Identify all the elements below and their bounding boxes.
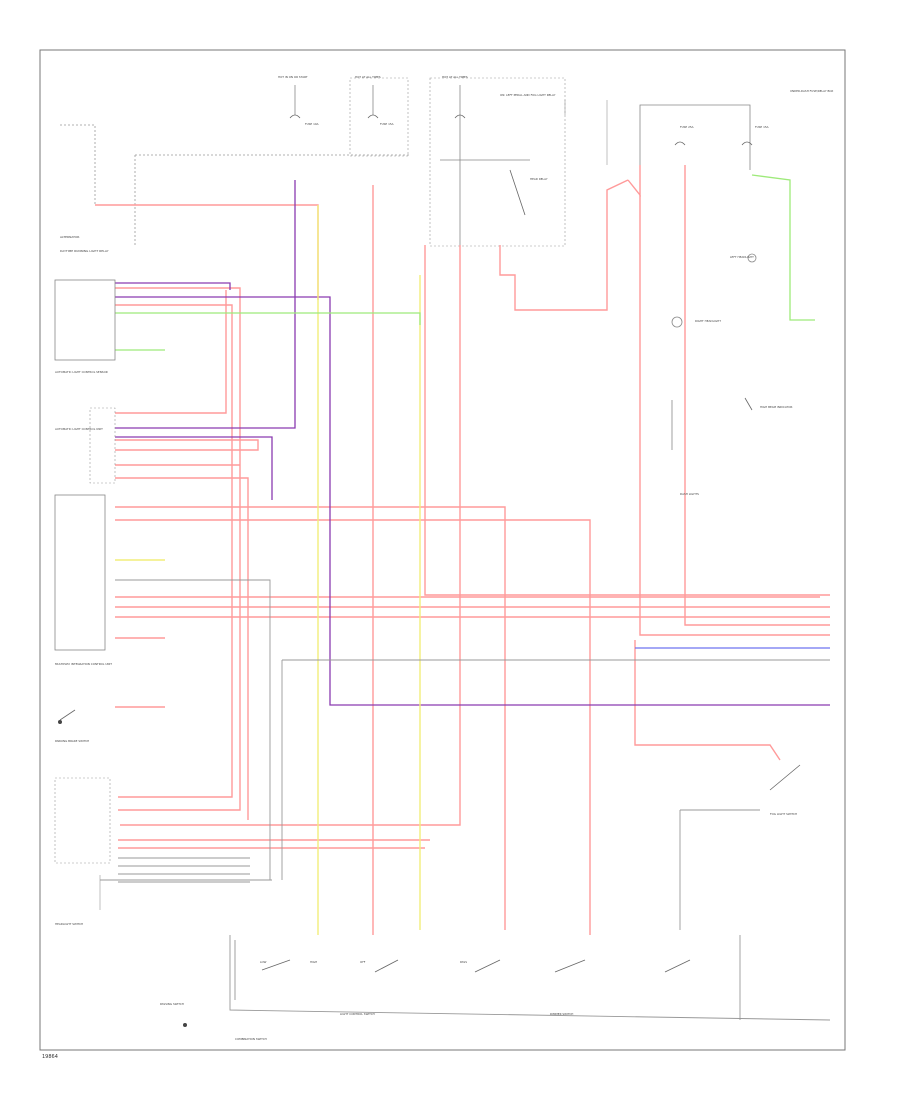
fuse-box-2 [349, 77, 409, 157]
fuse-2-label: HOT AT ALL TIMES [355, 75, 381, 79]
switch-pos-high: HIGH [310, 960, 317, 964]
fuse-2-rating: FUSE 15A [380, 122, 394, 126]
switch-contact [554, 959, 586, 973]
fuse-1-rating: FUSE 10A [305, 122, 319, 126]
purple-wires [115, 180, 830, 706]
multiplex-box [54, 494, 106, 651]
auto-light-unit-box [89, 407, 116, 484]
ground-dot [58, 720, 62, 724]
alternator-outline [60, 124, 96, 205]
dimmer-switch-label: DIMMER SWITCH [550, 1012, 573, 1016]
fuse-5-symbol [741, 141, 753, 146]
green-wires [115, 174, 815, 351]
yellow-wires [115, 205, 421, 935]
dash-light-label: DASH LIGHTS [680, 492, 699, 496]
switch-contact [474, 959, 501, 973]
light-control-label: LIGHT CONTROL SWITCH [340, 1012, 375, 1016]
right-fuse-box [639, 104, 751, 170]
switch-contact [664, 959, 691, 973]
parking-brake-switch [59, 709, 76, 721]
multiplex-label: MULTIPLEX INTEGRATION CONTROL UNIT [55, 662, 112, 666]
fog-light-switch [769, 764, 801, 791]
daytime-relay-label: DAYTIME RUNNING LIGHT RELAY [60, 249, 109, 253]
relay-note: ON: LEFT PEDAL AND FOG LIGHT RELAY [500, 93, 556, 97]
parking-brake-label: PARKING BRAKE SWITCH [55, 739, 89, 743]
alternator-label: ALTERNATOR [60, 235, 79, 239]
passing-switch-label: PASSING SWITCH [160, 1002, 184, 1006]
switch-pos-pass: PASS [460, 960, 467, 964]
left-headlight-bulb [747, 253, 757, 263]
page-code: 19864 [42, 1054, 58, 1060]
auto-light-sensor-box [54, 279, 116, 361]
fuse-5-rating: FUSE 15A [755, 125, 769, 129]
fuse-3-label: HOT AT ALL TIMES [442, 75, 468, 79]
headlight-switch-label: HEADLIGHT SWITCH [55, 922, 83, 926]
under-dash-box-label: UNDER-DASH FUSE/RELAY BOX [790, 89, 833, 93]
fuse-3-symbol [454, 114, 466, 119]
fuse-4-symbol [674, 141, 686, 146]
left-headlight-label: LEFT HEADLIGHT [730, 255, 754, 259]
right-headlight-bulb [671, 316, 683, 328]
switch-pos-off: OFF [360, 960, 366, 964]
ground-dot [183, 1023, 187, 1027]
high-beam-switch [744, 397, 753, 411]
combination-switch-label: COMBINATION SWITCH [235, 1037, 267, 1041]
diagram-frame [39, 49, 846, 1051]
fog-light-switch-label: FOG LIGHT SWITCH [770, 812, 797, 816]
switch-pos-low: LOW [260, 960, 267, 964]
auto-light-unit-label: AUTOMATIC LIGHT CONTROL UNIT [55, 427, 103, 431]
fuse-1-label: HOT IN ON OR START [278, 75, 308, 79]
relay-contact [509, 169, 526, 216]
auto-light-sensor-label: AUTOMATIC LIGHT CONTROL SENSOR [55, 370, 108, 374]
high-beam-indicator-label: HIGH BEAM INDICATOR [760, 405, 792, 409]
interior-box [54, 777, 111, 864]
red-wires [95, 165, 830, 935]
switch-contact [261, 959, 291, 971]
switch-contact [374, 959, 399, 973]
right-headlight-label: RIGHT HEADLIGHT [695, 319, 721, 323]
relay-label: HEAD RELAY [530, 177, 548, 181]
gray-wires [100, 579, 831, 1021]
fuse-4-rating: FUSE 25A [680, 125, 694, 129]
fuse-2-symbol [367, 114, 379, 119]
fuse-1-symbol [289, 114, 301, 119]
relay-box [429, 77, 566, 247]
